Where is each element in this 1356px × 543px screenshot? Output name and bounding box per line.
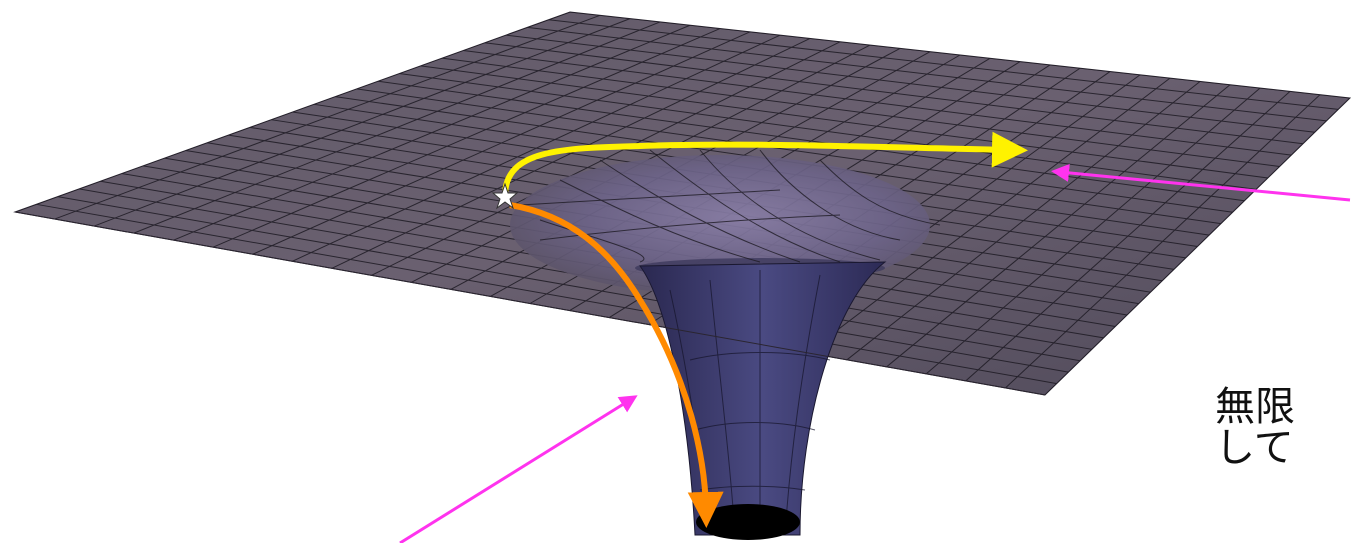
grid-line xyxy=(57,196,1069,373)
pointer-arrow-funnel xyxy=(399,395,638,543)
funnel-throat xyxy=(639,261,887,536)
well-curved-grid xyxy=(519,149,941,263)
grid-line xyxy=(925,87,1261,375)
singularity-hole xyxy=(696,504,800,540)
caption-line-2: して xyxy=(1215,425,1294,471)
grid-line xyxy=(846,81,1201,361)
grid-line xyxy=(36,203,1057,385)
escape-path-arrow xyxy=(502,131,1028,197)
grid-line xyxy=(886,84,1231,368)
pointer-arrow-right xyxy=(1051,163,1351,202)
grid-line xyxy=(1005,94,1321,389)
grid-line xyxy=(807,77,1171,354)
infall-path-arrow xyxy=(509,202,724,528)
sheet-front-edge xyxy=(14,211,1046,396)
caption-line-1: 無限 xyxy=(1215,384,1295,430)
grid-line xyxy=(965,91,1291,382)
star-icon xyxy=(491,182,519,210)
